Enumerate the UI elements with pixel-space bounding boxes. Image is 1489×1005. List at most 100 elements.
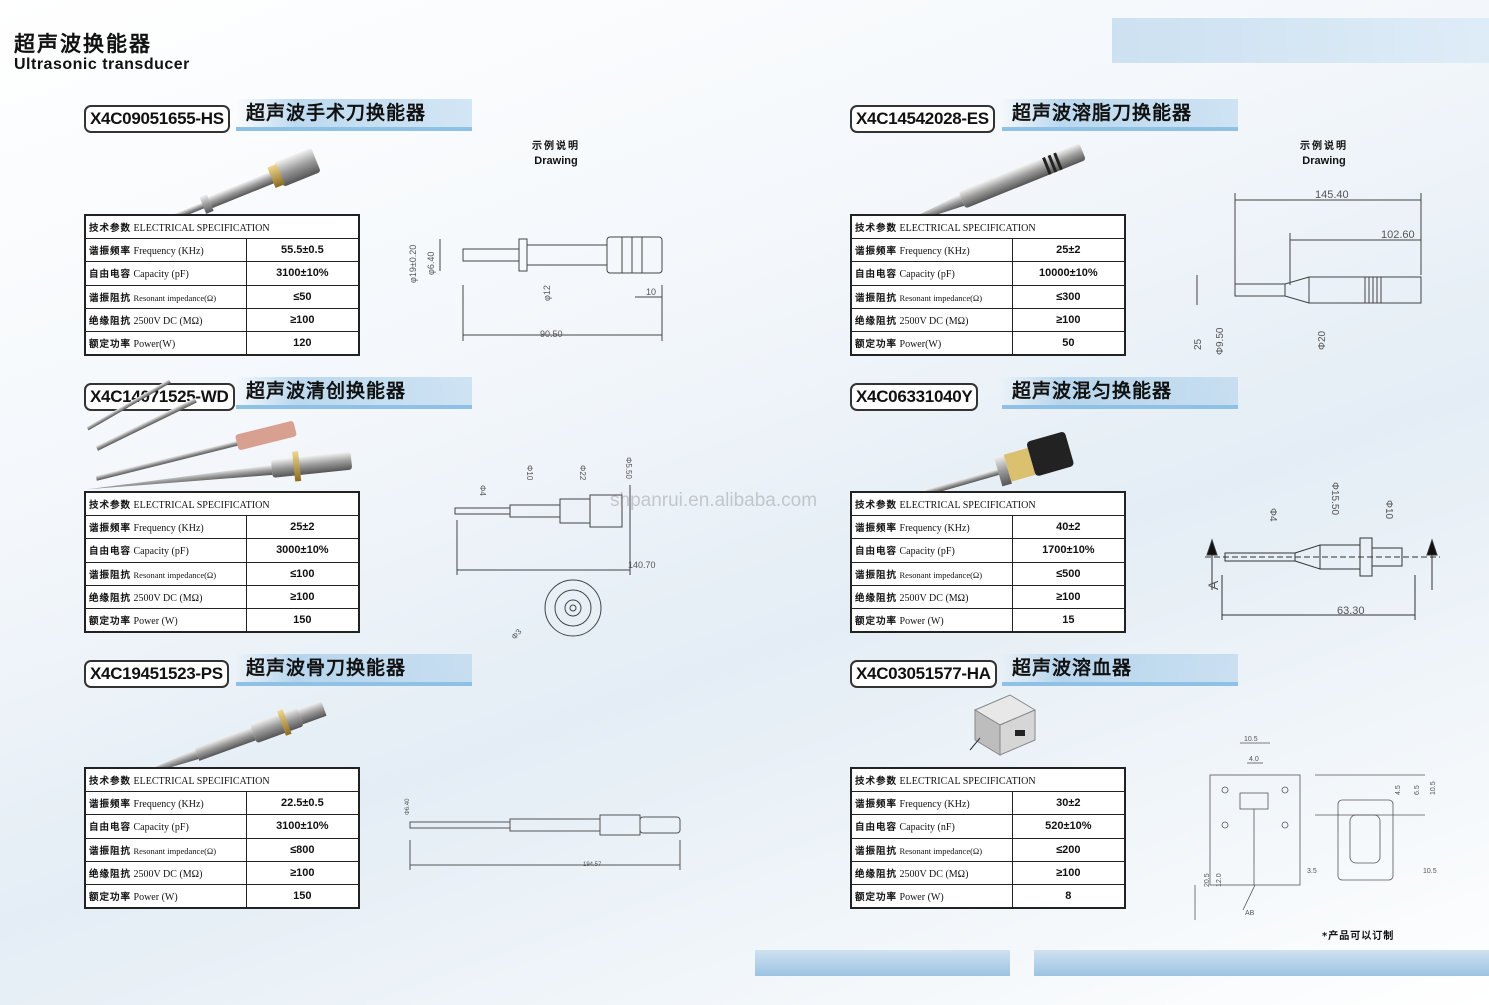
spec-value: ≤800 [245,837,360,863]
spec-value: 3100±10% [245,261,360,286]
svg-text:12.0: 12.0 [1216,873,1223,887]
spec-value: 50 [1011,331,1126,356]
spec-value: ≥100 [245,308,360,333]
model-code: X4C03051577-HA [850,660,997,688]
spec-value: ≥100 [1011,585,1126,610]
page-subtitle: Ultrasonic transducer [14,56,190,73]
page-title: 超声波换能器 [14,32,152,56]
spec-value: ≤200 [1011,837,1126,863]
spec-value: ≥100 [245,585,360,610]
svg-text:140.70: 140.70 [628,560,656,570]
spec-table-ha: 技术参数 ELECTRICAL SPECIFICATION 谐振频率 Frequ… [850,767,1126,910]
svg-text:Φ5.50: Φ5.50 [624,457,633,480]
svg-text:194.57: 194.57 [583,862,602,868]
svg-text:φ19±0.20: φ19±0.20 [408,245,418,283]
spec-value: ≥100 [245,861,360,886]
model-code: X4C14071525-WD [84,383,235,411]
svg-text:A: A [1205,580,1221,590]
spec-value: 10000±10% [1011,261,1126,286]
footer-decoration-bar-right [1034,950,1489,976]
footer-decoration-bar-left [755,950,1010,976]
drawing-ha: 10.5 4.0 4.5 6.5 10.5 20.5 12.0 3.5 10.5… [1194,736,1437,920]
drawing-label: 示例说明 Drawing [1300,141,1348,167]
product-image-es [896,144,1086,228]
svg-text:145.40: 145.40 [1315,189,1349,201]
svg-text:Φ6.40: Φ6.40 [405,798,411,815]
spec-value: 30±2 [1011,790,1126,816]
svg-text:63.30: 63.30 [1337,605,1365,617]
spec-value: 8 [1011,884,1126,909]
spec-value: ≥100 [1011,308,1126,333]
spec-value: 40±2 [1011,514,1126,540]
product-image-y [925,432,1074,496]
svg-text:φ12: φ12 [542,285,552,301]
svg-text:3.5: 3.5 [1307,868,1317,875]
spec-value: 15 [1011,608,1126,633]
drawing-es: 145.40 102.60 25 Φ9.50 Φ20 [1193,189,1422,355]
model-name: 超声波手术刀换能器 [236,99,472,131]
svg-text:Φ10: Φ10 [1383,500,1394,520]
product-image-wd [86,379,352,490]
model-name: 超声波清创换能器 [236,377,472,409]
model-name: 超声波溶血器 [1002,654,1238,686]
svg-text:10.5: 10.5 [1244,736,1258,743]
spec-value: 150 [245,608,360,633]
customization-footnote: *产品可以订制 [1322,931,1395,942]
svg-text:Φ3: Φ3 [510,627,524,642]
svg-text:Φ20: Φ20 [1317,330,1328,350]
model-name: 超声波骨刀换能器 [236,654,472,686]
drawing-wd: 140.70 Φ4 Φ10 Φ22 Φ5.50 Φ3 [454,457,656,642]
svg-text:4.5: 4.5 [1395,785,1402,795]
svg-text:φ6.40: φ6.40 [426,252,436,275]
product-image-ha [969,694,1037,756]
spec-value: 22.5±0.5 [245,790,360,816]
spec-value: 25±2 [1011,237,1126,263]
svg-text:Φ15.50: Φ15.50 [1329,482,1340,515]
model-code: X4C19451523-PS [84,660,229,688]
svg-text:10.5: 10.5 [1423,868,1437,875]
spec-value: 120 [245,331,360,356]
spec-value: ≤100 [245,561,360,587]
drawing-hs: 90.50 10 φ19±0.20 φ6.40 φ12 [408,236,663,341]
svg-text:90.50: 90.50 [540,329,563,339]
spec-value: 25±2 [245,514,360,540]
model-code: X4C14542028-ES [850,105,995,133]
spec-value: ≤300 [1011,284,1126,310]
model-name: 超声波混匀换能器 [1002,377,1238,409]
model-code: X4C09051655-HS [84,105,230,133]
product-image-hs [147,148,320,231]
spec-value: 520±10% [1011,814,1126,839]
svg-text:10: 10 [646,287,656,297]
spec-table-y: 技术参数 ELECTRICAL SPECIFICATION 谐振频率 Frequ… [850,491,1126,634]
svg-text:AB: AB [1245,910,1255,917]
spec-value: ≤50 [245,284,360,310]
drawing-y: A 63.30 Φ4 Φ15.50 Φ10 [1205,482,1440,620]
product-image-ps [121,700,327,782]
spec-value: 1700±10% [1011,538,1126,563]
model-code: X4C06331040Y [850,383,979,411]
svg-text:Φ22: Φ22 [578,465,587,481]
svg-text:4.0: 4.0 [1249,756,1259,763]
svg-text:Φ9.50: Φ9.50 [1215,327,1226,355]
watermark: shpanrui.en.alibaba.com [610,490,818,511]
drawing-ps: 194.57 Φ6.40 [405,798,681,870]
spec-table-wd: 技术参数 ELECTRICAL SPECIFICATION 谐振频率 Frequ… [84,491,360,634]
spec-value: 150 [245,884,360,909]
spec-table-es: 技术参数 ELECTRICAL SPECIFICATION 谐振频率 Frequ… [850,214,1126,357]
svg-text:Φ4: Φ4 [1267,508,1278,522]
spec-value: 55.5±0.5 [245,237,360,263]
svg-text:102.60: 102.60 [1381,229,1415,241]
drawing-label: 示例说明 Drawing [532,141,580,167]
svg-text:Φ10: Φ10 [525,465,534,481]
spec-value: ≥100 [1011,861,1126,886]
spec-table-hs: 技术参数 ELECTRICAL SPECIFICATION 谐振频率 Frequ… [84,214,360,357]
svg-text:Φ4: Φ4 [478,485,487,496]
svg-text:10.5: 10.5 [1430,781,1437,795]
svg-text:20.5: 20.5 [1204,873,1211,887]
svg-text:6.5: 6.5 [1414,785,1421,795]
header-decoration-bar [1112,18,1489,63]
spec-table-ps: 技术参数 ELECTRICAL SPECIFICATION 谐振频率 Frequ… [84,767,360,910]
svg-text:25: 25 [1193,338,1204,350]
model-name: 超声波溶脂刀换能器 [1002,99,1238,131]
spec-value: ≤500 [1011,561,1126,587]
